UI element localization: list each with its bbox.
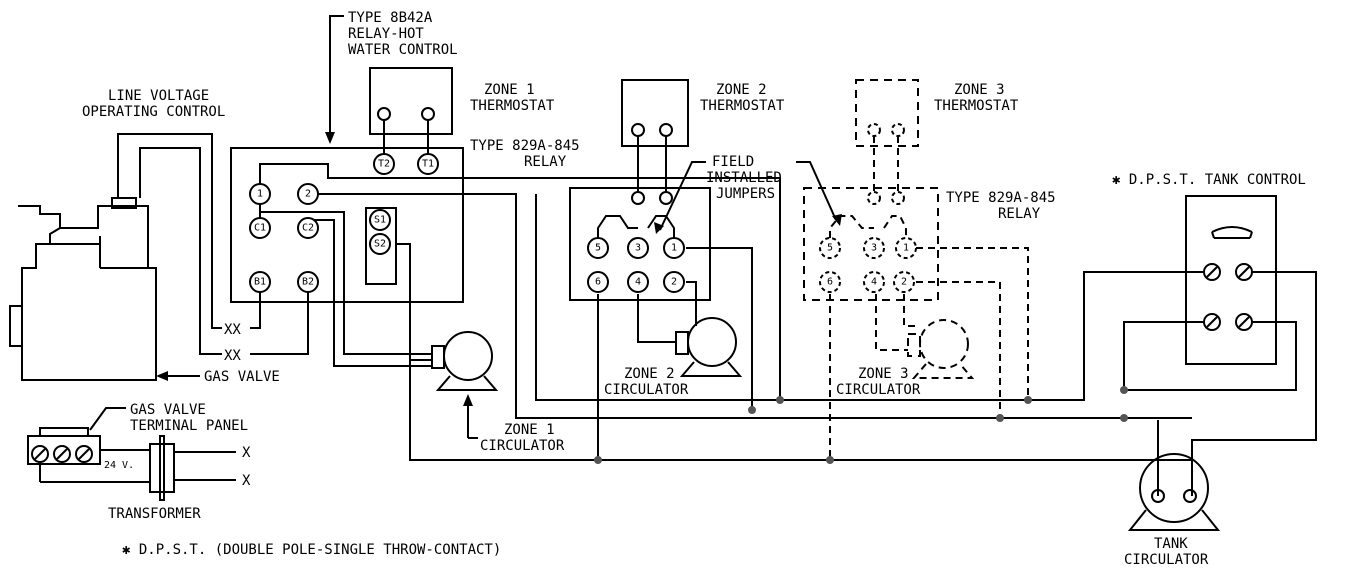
tank-circulator-pump <box>1127 453 1221 531</box>
wiring-dashed <box>829 123 1029 460</box>
zone1-thermostat-box <box>369 67 453 135</box>
label-relay-1: RELAY <box>524 154 567 170</box>
label-gas-valve-terminal-1: GAS VALVE <box>130 402 206 418</box>
label-zone3-circ: ZONE 3 <box>858 366 909 382</box>
terminal-1: 1 <box>257 189 263 200</box>
label-tank: TANK <box>1154 536 1188 552</box>
z3-terminal-2: 2 <box>901 277 907 288</box>
relay2-terminals: 5 3 1 6 4 2 <box>587 237 685 293</box>
zone3-relay-box <box>803 187 939 301</box>
z3-terminal-1: 1 <box>903 243 909 254</box>
terminal-b1: B1 <box>254 277 266 288</box>
label-zone2-thermostat: THERMOSTAT <box>700 98 785 114</box>
label-installed: INSTALLED <box>706 170 782 186</box>
gas-valve-body <box>9 197 157 381</box>
z2-terminal-1: 1 <box>671 243 677 254</box>
terminal-c1: C1 <box>254 223 266 234</box>
label-water-control: WATER CONTROL <box>348 42 458 58</box>
label-type-8b42a: TYPE 8B42A <box>348 10 433 26</box>
label-24v: 24 V. <box>104 460 134 471</box>
zone2-relay-box <box>569 187 711 301</box>
label-xx-1: XX <box>224 322 241 338</box>
terminal-c2: C2 <box>302 223 314 234</box>
relay3-terminals: 5 3 1 6 4 2 <box>819 237 917 293</box>
label-xx-2: XX <box>224 348 241 364</box>
terminal-t2: T2 <box>378 159 390 170</box>
gas-valve-terminal-panel <box>27 427 150 483</box>
label-relay-2: RELAY <box>998 206 1041 222</box>
label-gas-valve: GAS VALVE <box>204 369 280 385</box>
label-zone2-circ: ZONE 2 <box>624 366 675 382</box>
zone2-thermostat-box <box>621 79 689 147</box>
label-x-2: X <box>242 473 251 489</box>
z2-terminal-6: 6 <box>595 277 601 288</box>
terminal-2: 2 <box>305 189 311 200</box>
zone3-circulator-pump <box>907 319 975 379</box>
label-relay-hot: RELAY-HOT <box>348 26 424 42</box>
z2-terminal-2: 2 <box>671 277 677 288</box>
label-tank-circulator: CIRCULATOR <box>1124 552 1209 568</box>
transformer <box>100 435 236 501</box>
label-type-829a-2: TYPE 829A-845 <box>946 190 1056 206</box>
terminal-t1: T1 <box>422 159 434 170</box>
label-operating-control: OPERATING CONTROL <box>82 104 225 120</box>
label-zone2: ZONE 2 <box>716 82 767 98</box>
label-zone3-circulator: CIRCULATOR <box>836 382 921 398</box>
arrowheads <box>156 132 842 406</box>
label-zone1-thermostat: THERMOSTAT <box>470 98 555 114</box>
label-zone3: ZONE 3 <box>954 82 1005 98</box>
label-zone1-circulator: CIRCULATOR <box>480 438 565 454</box>
z2-terminal-3: 3 <box>635 243 641 254</box>
z2-terminal-4: 4 <box>635 277 641 288</box>
z3-terminal-5: 5 <box>827 243 833 254</box>
terminal-s2: S2 <box>374 239 386 250</box>
z3-terminal-4: 4 <box>871 277 877 288</box>
terminal-s1: S1 <box>374 215 386 226</box>
label-jumpers: JUMPERS <box>716 186 775 202</box>
label-zone1-circ: ZONE 1 <box>504 422 555 438</box>
z3-terminal-3: 3 <box>871 243 877 254</box>
junction-dots <box>594 386 1128 464</box>
label-footnote: ✱ D.P.S.T. (DOUBLE POLE-SINGLE THROW-CON… <box>122 542 501 558</box>
label-transformer: TRANSFORMER <box>108 506 201 522</box>
label-field: FIELD <box>712 154 754 170</box>
tank-control-box <box>1185 195 1277 365</box>
z2-terminal-5: 5 <box>595 243 601 254</box>
label-gas-valve-terminal-2: TERMINAL PANEL <box>130 418 248 434</box>
label-zone1: ZONE 1 <box>484 82 535 98</box>
z3-terminal-6: 6 <box>827 277 833 288</box>
label-line-voltage: LINE VOLTAGE <box>108 88 209 104</box>
tank-control-dial <box>1211 226 1253 233</box>
zone2-circulator-pump <box>675 317 743 377</box>
label-x-1: X <box>242 445 251 461</box>
zone1-circulator-pump <box>431 331 499 391</box>
zone3-thermostat-box <box>855 79 919 147</box>
label-type-829a-1: TYPE 829A-845 <box>470 138 580 154</box>
tank-control-terminals <box>1203 263 1253 331</box>
zone1-relay-box <box>230 147 464 303</box>
relay1-terminals: T2 T1 1 2 C1 C2 S1 S2 B1 B2 <box>249 153 439 293</box>
wiring-solid <box>117 15 1317 496</box>
label-zone2-circulator: CIRCULATOR <box>604 382 689 398</box>
label-zone3-thermostat: THERMOSTAT <box>934 98 1019 114</box>
terminal-b2: B2 <box>302 277 314 288</box>
label-dpst-tank-control: ✱ D.P.S.T. TANK CONTROL <box>1112 172 1306 188</box>
